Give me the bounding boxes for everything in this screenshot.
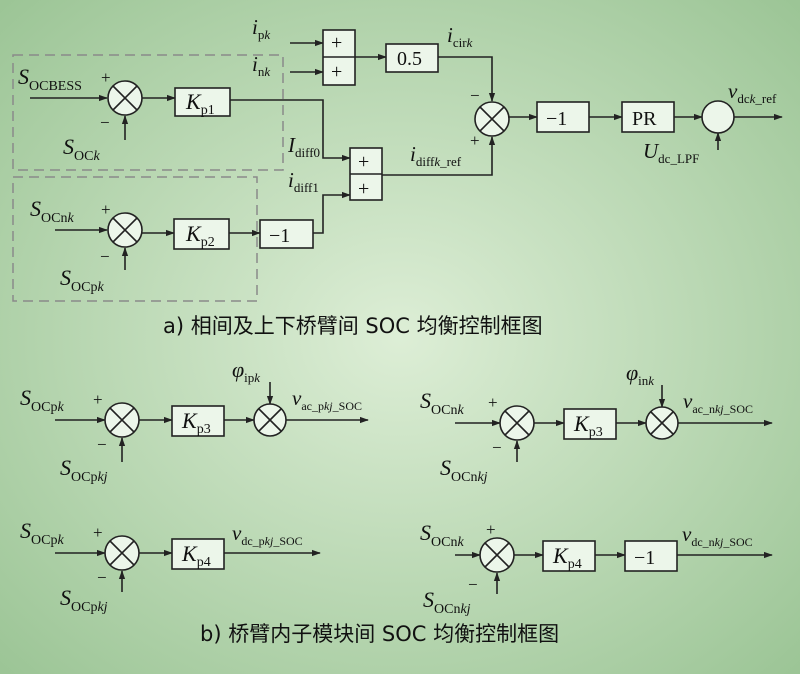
label-v-dc-nkj: vdc_nkj_SOC <box>682 522 753 549</box>
label-soc-pk: SOCpk <box>60 265 104 295</box>
part-a-diagram <box>12 29 783 302</box>
dashed-frame-lower <box>12 176 258 302</box>
label-v-ac-nkj: vac_nkj_SOC <box>683 389 753 416</box>
label-i-pk: ipk <box>252 15 270 42</box>
label-kp4: Kp4 <box>181 541 211 570</box>
label-neg1: −1 <box>269 225 290 247</box>
wire-neg1-out <box>313 191 351 234</box>
label-soc-nkj: SOCnkj <box>423 587 471 617</box>
kp4-block <box>171 538 225 570</box>
label-pr: PR <box>632 108 657 130</box>
label-v-ac-pkj: vac_pkj_SOC <box>292 386 362 413</box>
sign-plus: + <box>470 131 480 150</box>
neg1-block-b4 <box>624 540 678 572</box>
part-b-diagram <box>55 382 773 594</box>
summing-junction-3-cross <box>479 106 505 132</box>
summing-junction-b3-cross <box>109 540 135 566</box>
wire-diffk-ref <box>382 136 496 176</box>
dashed-frame-upper <box>12 54 284 171</box>
sign-plus: + <box>93 523 103 542</box>
wire-cirk <box>438 56 496 102</box>
label-neg1: −1 <box>546 108 567 130</box>
sign-plus: + <box>101 68 111 87</box>
label-soc-pk: SOCpk <box>20 385 64 415</box>
summing-junction-b4-cross <box>484 542 510 568</box>
label-i-diff1: idiff1 <box>288 168 319 195</box>
label-soc-k: SOCk <box>63 134 100 164</box>
sign-minus: − <box>492 438 502 457</box>
sign-plus: + <box>486 520 496 539</box>
sign-minus: − <box>100 247 110 266</box>
label-soc-nkj: SOCnkj <box>440 455 488 485</box>
label-soc-nk: SOCnk <box>420 520 464 550</box>
label-phi-ipk: φipk <box>232 357 260 385</box>
label-i-nk: ink <box>252 52 270 79</box>
sign-plus: + <box>101 200 111 219</box>
wire-kp1-out <box>230 99 351 162</box>
sign-plus: + <box>331 32 342 54</box>
label-kp4: Kp4 <box>552 543 582 572</box>
caption-part-a: a) 相间及上下桥臂间 SOC 均衡控制框图 <box>163 314 543 338</box>
caption-part-b: b) 桥臂内子模块间 SOC 均衡控制框图 <box>200 622 559 646</box>
kp4-block <box>542 540 596 572</box>
sign-minus: − <box>97 435 107 454</box>
summing-junction-1-cross <box>112 85 138 111</box>
kp1-block <box>174 87 231 117</box>
sign-plus: + <box>358 178 369 200</box>
sign-plus: + <box>93 390 103 409</box>
summing-junction-b2-cross <box>504 410 530 436</box>
sign-minus: − <box>468 575 478 594</box>
part-a-labels: SOCBESS + − SOCk Kp1 SOCnk + − SOCpk Kp2… <box>18 15 777 295</box>
label-soc-nk: SOCnk <box>420 388 464 418</box>
part-b-labels: SOCpk + − SOCpkj Kp3 φipk vac_pkj_SOC SO… <box>20 357 753 617</box>
kp3-block <box>171 405 225 437</box>
sign-plus: + <box>358 151 369 173</box>
sign-minus: − <box>470 86 480 105</box>
multiplier-b2-cross <box>650 411 674 435</box>
label-gain-half: 0.5 <box>397 48 422 70</box>
sign-plus: + <box>488 393 498 412</box>
kp3-block <box>563 408 617 440</box>
sign-minus: − <box>100 113 110 132</box>
label-i-diffk-ref: idiffk_ref <box>410 142 462 169</box>
label-neg1: −1 <box>634 547 655 569</box>
multiplier-b1-cross <box>258 408 282 432</box>
label-u-dc-lpf: Udc_LPF <box>643 139 699 166</box>
label-i-cirk: icirk <box>447 23 473 50</box>
label-phi-ink: φink <box>626 360 654 388</box>
sign-plus: + <box>331 61 342 83</box>
neg1-block-a <box>259 219 314 249</box>
label-v-dck-ref: vdck_ref <box>728 79 777 106</box>
label-soc-nk: SOCnk <box>30 196 74 226</box>
sign-minus: − <box>97 568 107 587</box>
label-v-dc-pkj: vdc_pkj_SOC <box>232 521 303 548</box>
gain-half-block <box>385 43 439 73</box>
label-soc-pk: SOCpk <box>20 518 64 548</box>
summing-junction-2-cross <box>112 217 138 243</box>
label-i-diff0: Idiff0 <box>287 133 320 160</box>
label-kp1: Kp1 <box>185 89 215 118</box>
label-soc-pkj: SOCpkj <box>60 455 108 485</box>
label-soc-bess: SOCBESS <box>18 64 82 94</box>
label-kp2: Kp2 <box>185 221 215 250</box>
summing-junction-b1-cross <box>109 407 135 433</box>
label-kp3: Kp3 <box>181 408 211 437</box>
label-soc-pkj: SOCpkj <box>60 585 108 615</box>
summing-junction-4 <box>701 100 735 134</box>
neg1-block-b <box>536 101 590 133</box>
kp2-block <box>173 218 230 250</box>
label-kp3: Kp3 <box>573 411 603 440</box>
